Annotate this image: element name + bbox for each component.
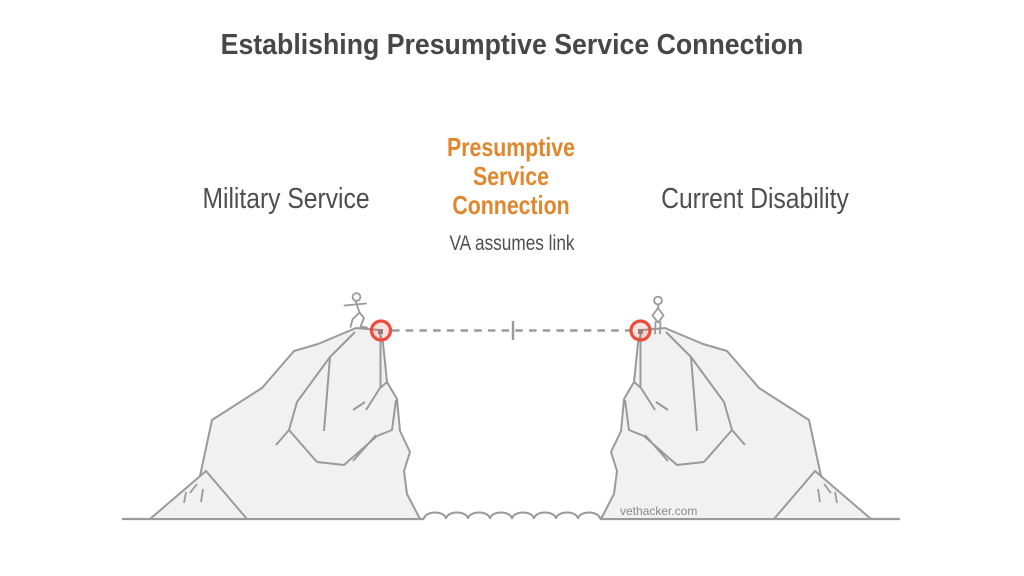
left-cliff [149,327,421,520]
label-center-line-2: Service [473,161,549,191]
climber-figure-icon [343,292,368,329]
right-cliff [600,327,872,520]
label-center-line-1: Presumptive [447,132,575,162]
label-center-line-3: Connection [452,190,570,220]
label-current-disability: Current Disability [661,183,849,215]
person-figure-icon [651,295,665,335]
right-anchor-marker [629,319,652,342]
cliff-facet-lines [275,331,397,466]
label-presumptive-service-connection: Presumptive Service Connection [447,133,575,220]
left-anchor-marker [369,319,393,342]
label-va-assumes-link: VA assumes link [449,232,575,255]
page-title: Establishing Presumptive Service Connect… [220,29,804,61]
watermark-text: vethacker.com [620,504,698,518]
foothill-rock [149,470,248,520]
label-military-service: Military Service [202,183,370,215]
water-waves-icon [423,511,601,520]
